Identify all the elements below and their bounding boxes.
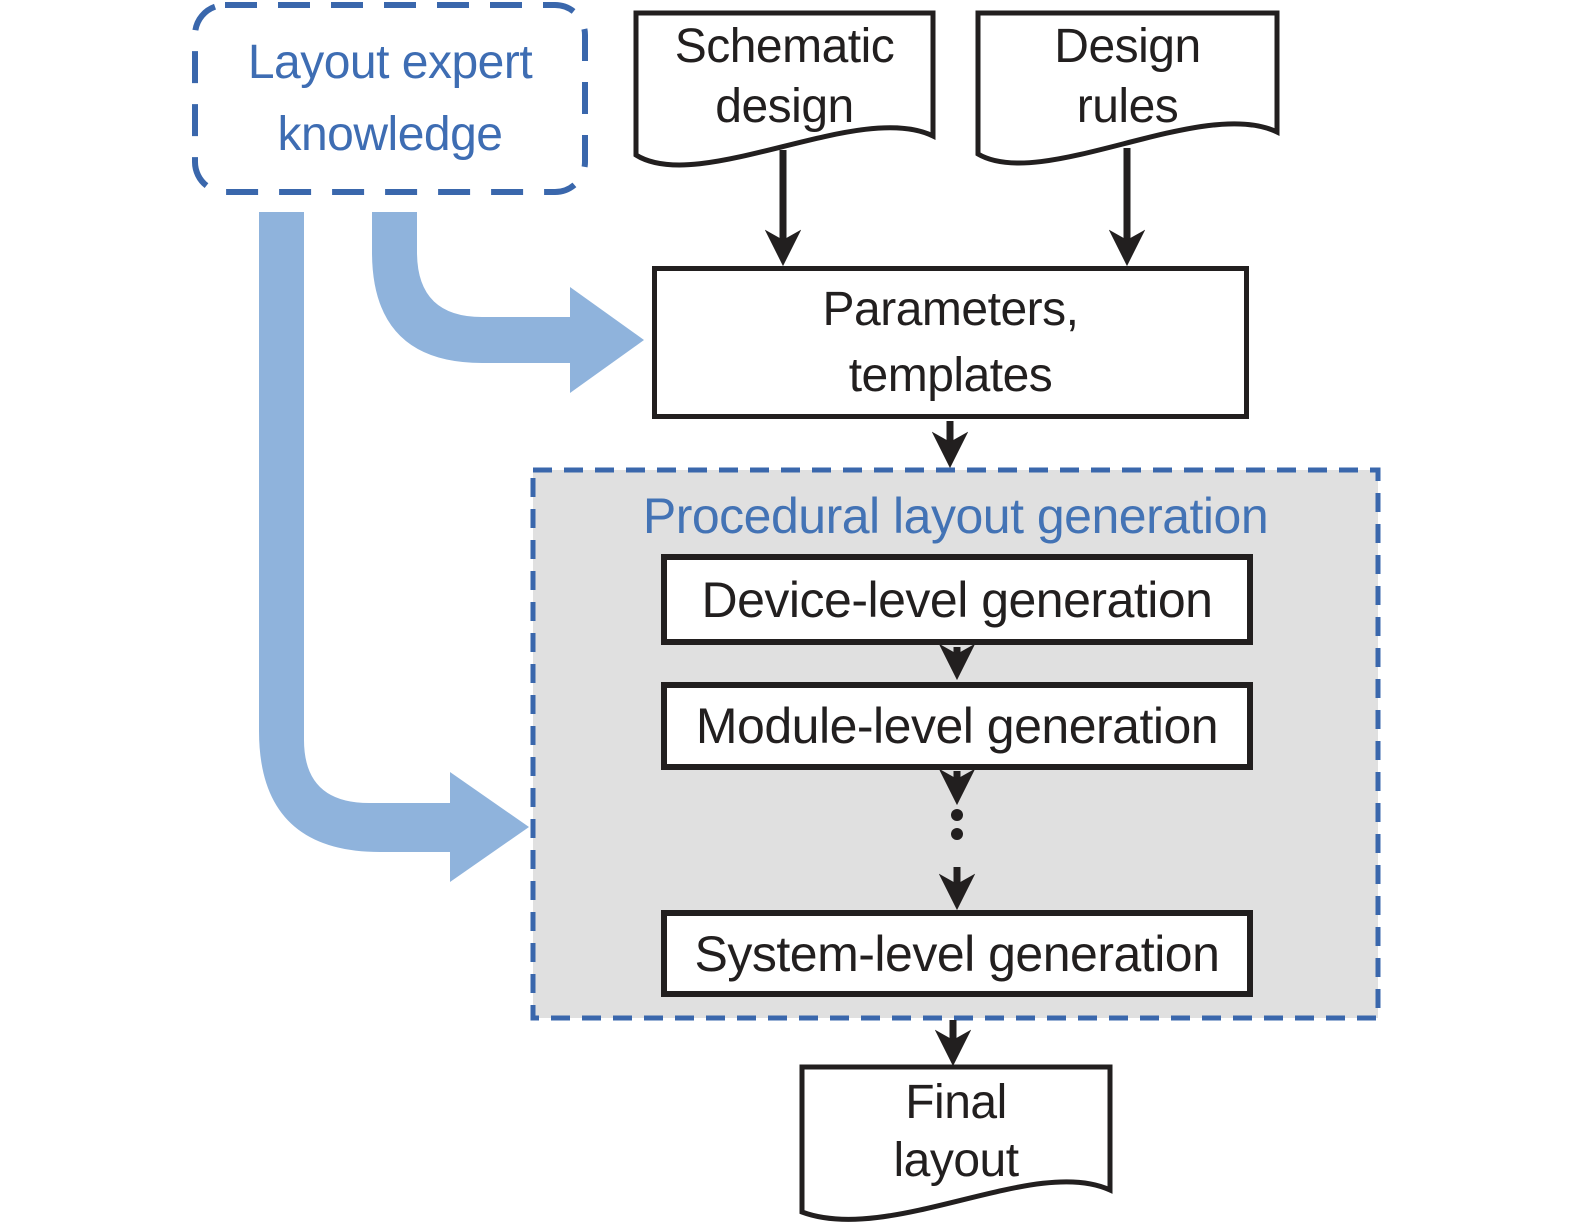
- module-level-label: Module-level generation: [695, 698, 1219, 754]
- final-label-line1: Final: [905, 1076, 1007, 1129]
- design-rules-doc-shape: [975, 10, 1280, 166]
- expert-label-line1: Layout expert: [247, 35, 533, 89]
- parameters-label-line2: templates: [848, 348, 1053, 402]
- system-level-label: System-level generation: [694, 925, 1220, 982]
- procedural-title-text: Procedural layout generation: [642, 488, 1269, 544]
- schematic-label-line1: Schematic: [674, 19, 895, 73]
- node-device-level-generation: Device-level generation: [661, 554, 1253, 645]
- node-design-rules: Design rules: [978, 13, 1277, 140]
- design-rules-label-line2: rules: [1076, 79, 1179, 133]
- design-rules-label: Design rules: [1054, 17, 1201, 137]
- schematic-design-label: Schematic design: [675, 17, 895, 137]
- final-label-line2: layout: [893, 1134, 1019, 1187]
- expert-label-line2: knowledge: [277, 107, 503, 161]
- procedural-container-title: Procedural layout generation: [533, 487, 1378, 545]
- node-schematic-design: Schematic design: [636, 13, 933, 140]
- node-final-layout: Final layout: [802, 1067, 1110, 1197]
- design-rules-label-line1: Design: [1054, 19, 1201, 73]
- final-layout-label: Final layout: [893, 1074, 1019, 1190]
- ellipsis-dot: [951, 809, 963, 821]
- parameters-templates-label: Parameters, templates: [823, 277, 1079, 409]
- device-level-label: Device-level generation: [701, 571, 1213, 628]
- expert-to-parameters-arrow: [372, 212, 644, 393]
- final-layout-doc-shape: [799, 1064, 1113, 1222]
- ellipsis-dot: [951, 828, 963, 840]
- schematic-label-line2: design: [715, 79, 854, 133]
- flow-arrows: [764, 148, 1146, 1067]
- schematic-design-doc-shape: [633, 10, 936, 168]
- node-parameters-templates: Parameters, templates: [652, 266, 1249, 419]
- parameters-label-line1: Parameters,: [822, 282, 1079, 336]
- node-layout-expert-knowledge: Layout expert knowledge: [195, 5, 585, 192]
- node-module-level-generation: Module-level generation: [661, 682, 1253, 770]
- layout-expert-knowledge-label: Layout expert knowledge: [247, 27, 533, 171]
- ellipsis-dots: [951, 809, 963, 840]
- expert-to-procedural-arrow: [259, 212, 529, 882]
- node-system-level-generation: System-level generation: [661, 910, 1253, 997]
- layout-expert-knowledge-box: [192, 2, 588, 195]
